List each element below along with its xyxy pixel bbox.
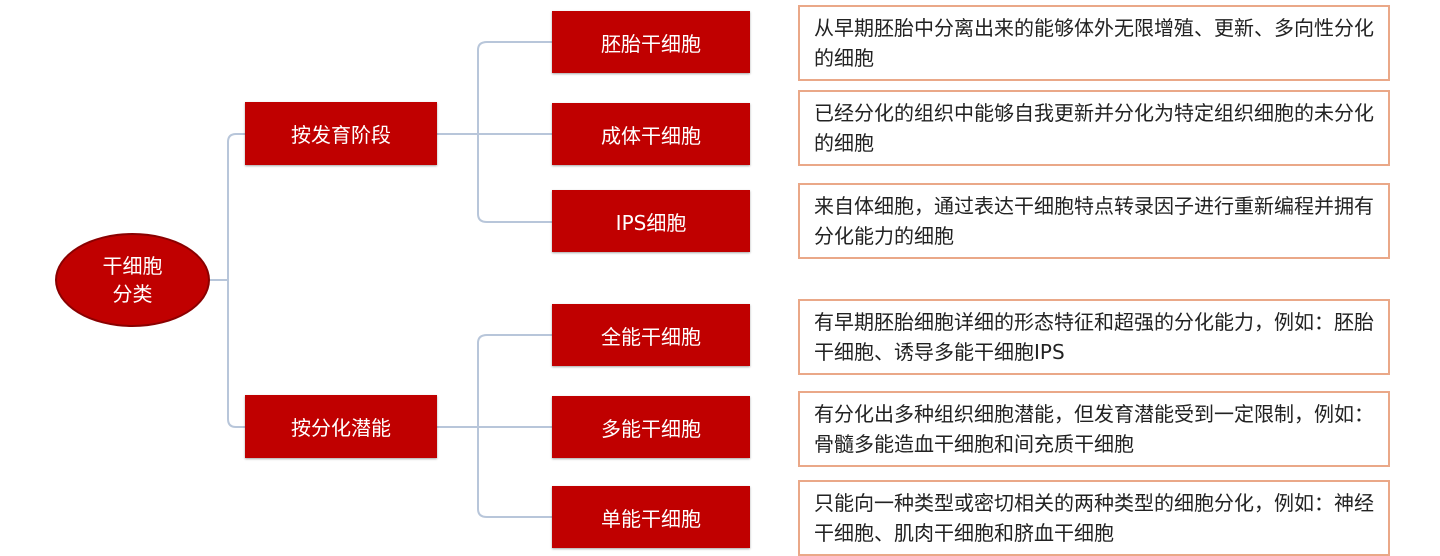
description-embryonic-stem-cell: 从早期胚胎中分离出来的能够体外无限增殖、更新、多向性分化的细胞 [798,5,1390,81]
description-ips-cell: 来自体细胞，通过表达干细胞特点转录因子进行重新编程并拥有分化能力的细胞 [798,183,1390,259]
node-pluripotent-stem-cell: 多能干细胞 [552,396,750,458]
root-node-stem-cell-classification: 干细胞 分类 [55,233,210,327]
node-adult-stem-cell: 成体干细胞 [552,103,750,165]
description-unipotent-stem-cell: 只能向一种类型或密切相关的两种类型的细胞分化，例如：神经干细胞、肌肉干细胞和脐血… [798,480,1390,556]
node-unipotent-stem-cell: 单能干细胞 [552,486,750,548]
description-pluripotent-stem-cell: 有分化出多种组织细胞潜能，但发育潜能受到一定限制，例如：骨髓多能造血干细胞和间充… [798,391,1390,467]
node-embryonic-stem-cell: 胚胎干细胞 [552,11,750,73]
node-ips-cell: IPS细胞 [552,190,750,252]
group-node-differentiation-potential: 按分化潜能 [245,395,437,458]
description-adult-stem-cell: 已经分化的组织中能够自我更新并分化为特定组织细胞的未分化的细胞 [798,90,1390,166]
root-label-line2: 分类 [112,282,153,306]
node-totipotent-stem-cell: 全能干细胞 [552,304,750,366]
group-node-development-stage: 按发育阶段 [245,102,437,165]
description-totipotent-stem-cell: 有早期胚胎细胞详细的形态特征和超强的分化能力，例如：胚胎干细胞、诱导多能干细胞I… [798,299,1390,375]
root-label-line1: 干细胞 [102,254,163,278]
